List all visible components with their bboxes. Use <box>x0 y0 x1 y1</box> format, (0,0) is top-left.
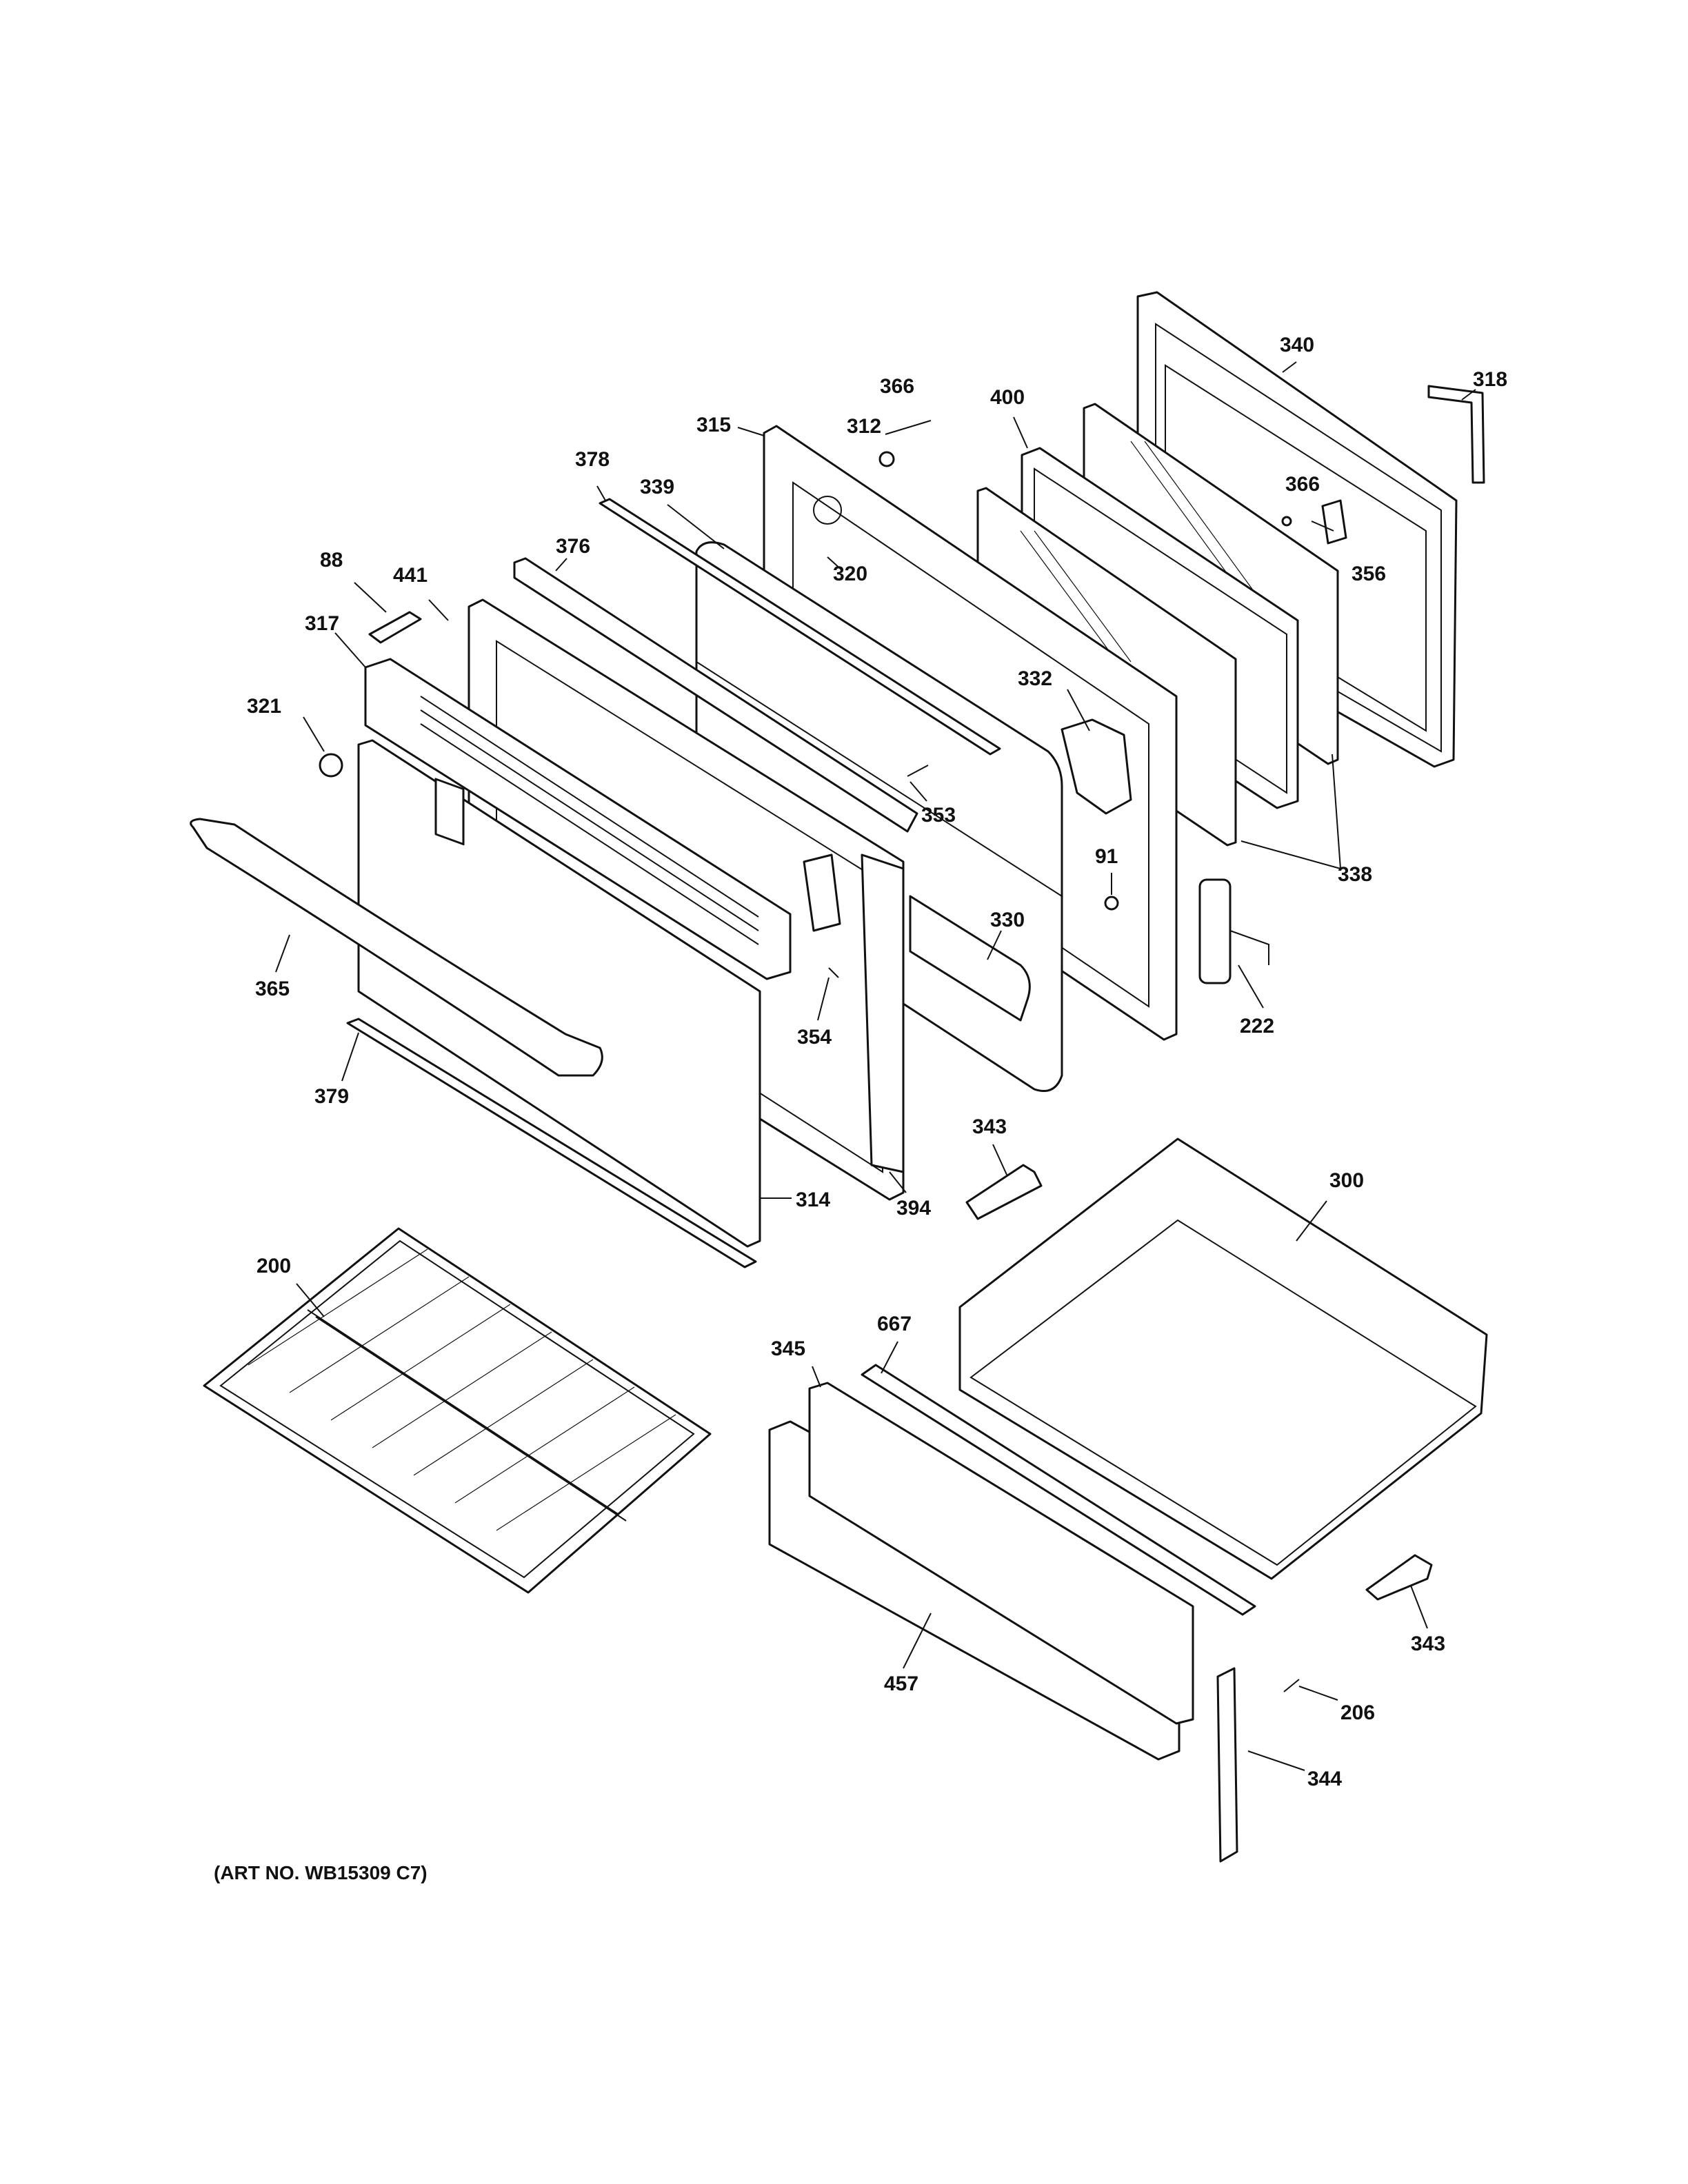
drawer-front-part <box>768 1382 1194 1761</box>
callout-320: 320 <box>833 563 867 585</box>
callout-200: 200 <box>257 1255 291 1277</box>
door-insulation-strip-part <box>909 895 1031 1022</box>
callout-339: 339 <box>640 476 674 498</box>
callout-343: 343 <box>1411 1632 1445 1655</box>
callout-457: 457 <box>884 1672 918 1695</box>
callout-321: 321 <box>247 695 281 718</box>
callout-88: 88 <box>320 549 343 572</box>
end-cap-part <box>368 611 422 644</box>
hinge-bracket-right-part <box>803 853 841 932</box>
spacer-part <box>319 753 343 778</box>
callout-356: 356 <box>1352 563 1386 585</box>
callout-344: 344 <box>1307 1768 1342 1790</box>
callout-318: 318 <box>1473 368 1507 391</box>
drawer-glide-part <box>965 1164 1433 1601</box>
callout-314: 314 <box>796 1189 830 1211</box>
leader-lines <box>275 361 1476 1771</box>
callout-354: 354 <box>797 1026 832 1049</box>
callout-394: 394 <box>896 1197 931 1220</box>
callout-206: 206 <box>1340 1701 1375 1724</box>
door-side-trim-part <box>861 853 905 1173</box>
callout-376: 376 <box>556 535 590 558</box>
door-handle-part <box>190 818 603 1077</box>
glass-clip-part <box>1061 718 1132 815</box>
callout-379: 379 <box>314 1085 349 1108</box>
art-number: (ART NO. WB15309 C7) <box>214 1862 428 1883</box>
callout-300: 300 <box>1329 1169 1364 1192</box>
callout-91: 91 <box>1095 845 1118 868</box>
callout-312: 312 <box>847 415 881 438</box>
callout-353: 353 <box>921 804 956 827</box>
hinge-plate-part <box>1321 499 1347 545</box>
callout-343: 343 <box>972 1115 1007 1138</box>
drawer-rail-part <box>1216 1667 1238 1863</box>
callout-378: 378 <box>575 448 610 471</box>
callout-400: 400 <box>990 386 1025 409</box>
callout-222: 222 <box>1240 1015 1274 1038</box>
callout-667: 667 <box>877 1313 912 1335</box>
callout-365: 365 <box>255 978 290 1000</box>
door-hinge-part <box>1198 878 1269 984</box>
callout-366: 366 <box>1285 473 1320 496</box>
callout-345: 345 <box>771 1337 805 1360</box>
storage-drawer-part <box>958 1138 1488 1580</box>
door-bottom-trim-part <box>346 1018 757 1268</box>
callout-441: 441 <box>393 564 428 587</box>
door-gasket-part <box>1427 385 1485 484</box>
callout-338: 338 <box>1338 863 1372 886</box>
door-vent-panel-part <box>364 658 792 980</box>
callout-315: 315 <box>696 414 731 436</box>
outer-door-panel-part <box>357 739 761 1248</box>
callout-labels: 340 318 366 400 312 315 378 339 366 356 … <box>247 334 1507 1790</box>
callout-317: 317 <box>305 612 339 635</box>
callout-330: 330 <box>990 909 1025 931</box>
drawer-seal-part <box>861 1364 1256 1616</box>
callout-332: 332 <box>1018 667 1052 690</box>
door-channel-part <box>599 498 1001 756</box>
hinge-bracket-part <box>434 778 465 846</box>
screw-part <box>828 420 1300 1692</box>
callout-340: 340 <box>1280 334 1314 356</box>
callout-366: 366 <box>880 375 914 398</box>
oven-rack-part <box>203 1227 712 1594</box>
